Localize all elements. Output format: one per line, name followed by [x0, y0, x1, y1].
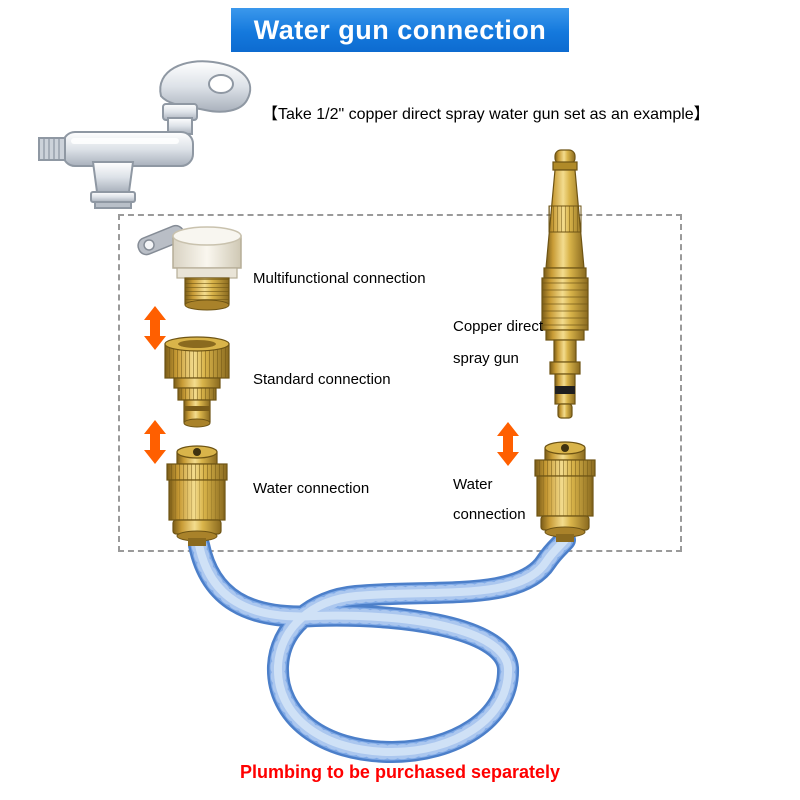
multifunctional-connection-label: Multifunctional connection [253, 270, 426, 287]
purchase-note: Plumbing to be purchased separately [239, 762, 561, 782]
double-arrow-icon [144, 420, 166, 464]
title-banner: Water gun connection [231, 8, 569, 52]
spray-gun-label-line1: Copper direct [453, 318, 544, 335]
spray-gun-illustration [541, 149, 589, 419]
double-arrow-icon [497, 422, 519, 466]
water-connection-left-label: Water connection [253, 480, 370, 497]
spray-gun-label-line2: spray gun [453, 350, 519, 367]
subtitle-text: 【Take 1/2" copper direct spray water gun… [262, 106, 710, 123]
o-ring [555, 386, 575, 394]
standard-connection-illustration [164, 336, 230, 428]
multifunctional-connection-illustration [137, 224, 242, 311]
water-connection-left-illustration [166, 445, 228, 546]
diagram-dashed-box [118, 214, 682, 552]
water-connection-right-label-line1: Water [453, 476, 493, 493]
faucet-illustration [38, 60, 252, 209]
water-connection-right-illustration [534, 441, 596, 542]
water-connection-right-label-line2: connection [453, 506, 526, 523]
standard-connection-label: Standard connection [253, 371, 391, 388]
page-title: Water gun connection [253, 14, 547, 45]
double-arrow-icon [144, 306, 166, 350]
